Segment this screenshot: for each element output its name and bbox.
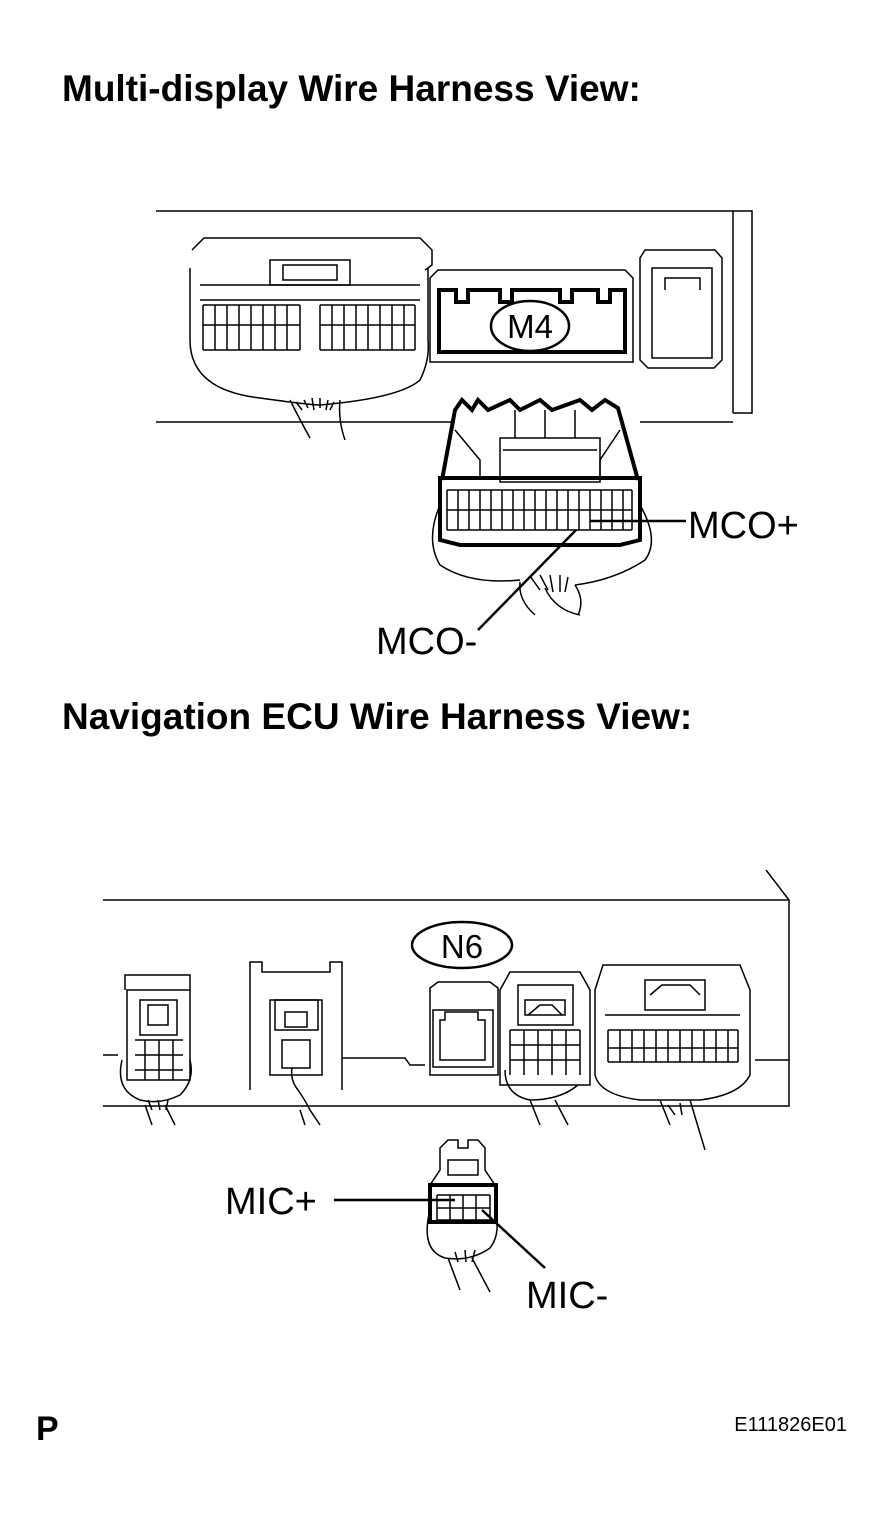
- navigation-ecu-unit: [103, 869, 790, 1151]
- terminal-label-mic-plus: MIC+: [225, 1181, 317, 1223]
- mco-minus-leader: [477, 529, 577, 631]
- multi-display-right-connector: [639, 249, 723, 369]
- section-title-multi-display: Multi-display Wire Harness View:: [62, 68, 641, 109]
- ecu-connector-1: [119, 974, 192, 1126]
- ecu-connector-4: [499, 971, 591, 1126]
- m4-callout-ellipse: [489, 299, 571, 353]
- mic-minus-leader: [481, 1209, 546, 1269]
- m4-harness-connector: [431, 396, 653, 616]
- n6-harness-connector: [426, 1139, 498, 1293]
- terminal-label-mic-minus: MIC-: [526, 1275, 608, 1317]
- multi-display-left-connector: [189, 237, 433, 441]
- page-letter: P: [36, 1410, 59, 1448]
- ecu-connector-5: [594, 964, 751, 1151]
- multi-display-m4-socket: [429, 269, 634, 363]
- terminal-label-mco-minus: MCO-: [376, 621, 477, 663]
- connector-code-m4: M4: [507, 308, 553, 345]
- section-title-navigation-ecu: Navigation ECU Wire Harness View:: [62, 696, 693, 737]
- figure-id: E111826E01: [734, 1414, 847, 1436]
- ecu-connector-3: [429, 981, 499, 1076]
- n6-callout-ellipse: [410, 920, 514, 970]
- terminal-label-mco-plus: MCO+: [688, 505, 799, 547]
- ecu-connector-2: [249, 961, 343, 1126]
- multi-display-unit: M4: [156, 210, 753, 441]
- connector-code-n6: N6: [441, 928, 483, 965]
